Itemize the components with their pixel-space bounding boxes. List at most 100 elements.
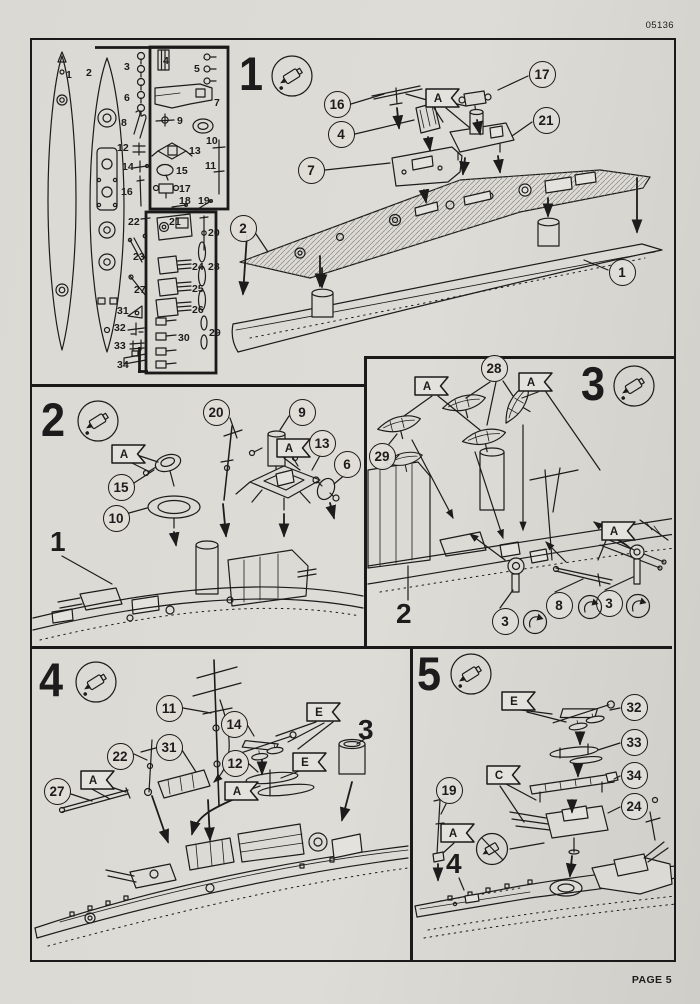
section-divider (364, 356, 367, 648)
part-20-drawing (220, 425, 243, 501)
part-15-drawing (142, 453, 182, 487)
callout-number: 9 (298, 404, 306, 420)
callout-number: 3 (605, 595, 613, 611)
step-2-illustration (32, 415, 364, 641)
part-number-24: 24 (192, 261, 204, 273)
part-number-5: 5 (194, 63, 200, 75)
part-number-12: 12 (117, 142, 129, 154)
callout-7: 7 (297, 156, 325, 184)
flag-letter: A (89, 775, 97, 787)
part-25-turret-glyph (157, 277, 192, 297)
callout-32: 32 (620, 693, 648, 721)
glue-tube-icon (271, 55, 313, 97)
part-number-22: 22 (128, 216, 140, 228)
part-33-cradle-glyph (129, 339, 145, 352)
callout-22: 22 (106, 742, 134, 770)
part-6-vents-glyph (136, 103, 146, 117)
part-number-20: 20 (208, 227, 220, 239)
part-number-18: 18 (179, 195, 191, 207)
no-glue-icon (475, 832, 509, 866)
callout-number: 4 (337, 126, 345, 142)
callout-number: 3 (501, 613, 509, 629)
step-5-number: 5 (417, 647, 442, 700)
callout-number: 11 (161, 700, 177, 716)
assembly-flag-a: A (80, 770, 115, 790)
callout-number: 22 (112, 748, 128, 764)
callout-number: 32 (626, 699, 642, 715)
assembly-flag-a: A (111, 444, 146, 464)
parts-panel-illustration (47, 45, 230, 375)
flag-letter: E (301, 757, 309, 769)
section-divider (410, 646, 413, 960)
part-21-drawing (449, 108, 515, 161)
callout-number: 17 (534, 66, 550, 82)
assembly-flag-a: A (414, 376, 449, 396)
callout-number: 28 (486, 360, 502, 376)
part-number-28: 28 (208, 261, 220, 273)
part-14-plane-glyph (132, 160, 150, 173)
callout-number: 21 (538, 112, 554, 128)
assembly-flag-a: A (224, 781, 259, 801)
callout-number: 19 (441, 782, 457, 798)
callout-11: 11 (155, 694, 183, 722)
callout-number: 10 (108, 510, 124, 526)
hull-label-1: 1 (50, 526, 66, 557)
assembly-flag-a: A (601, 521, 636, 541)
callout-27: 27 (43, 777, 71, 805)
assembly-arrows (432, 731, 586, 882)
part-7-deck-piece-glyph (154, 83, 213, 109)
callout-1: 1 (608, 258, 636, 286)
flag-letter: A (423, 381, 431, 393)
flag-letter: A (285, 443, 293, 455)
part-32-plane-drawing (552, 700, 615, 731)
callout-14: 14 (220, 710, 248, 738)
part-31-drawing (157, 769, 211, 799)
glue-tube-icon (77, 400, 119, 442)
part-30-guns-glyph (155, 317, 177, 369)
part-5-fittings-glyph (203, 53, 217, 85)
ship-assembly-drawing (32, 540, 364, 641)
part-number-6: 6 (124, 92, 130, 104)
part-34-catapult-drawing (529, 771, 619, 803)
callout-29: 29 (368, 442, 396, 470)
step-4-number: 4 (39, 653, 64, 706)
callout-number: 6 (343, 456, 351, 472)
part-29-pins-glyph (200, 315, 208, 350)
part-33-cradle-drawing (549, 743, 603, 765)
part-number-21: 21 (169, 216, 181, 228)
part-24-turret-glyph (157, 255, 192, 275)
boat-parts-drawing (377, 384, 531, 472)
step-5-illustration (414, 700, 676, 939)
step-2-number: 2 (41, 393, 66, 446)
callout-31: 31 (155, 733, 183, 761)
step-3-illustration (367, 380, 672, 609)
callout-3: 3 (491, 607, 519, 635)
callout-15: 15 (107, 473, 135, 501)
part-18-rod-glyph (171, 203, 189, 208)
deck-label-2: 2 (396, 598, 412, 629)
part-number-33: 33 (114, 340, 126, 352)
part-34-beam-glyph (123, 350, 147, 365)
part-21-platform-glyph (156, 213, 193, 241)
flag-letter: A (233, 786, 241, 798)
callout-number: 2 (239, 220, 247, 236)
part-number-4: 4 (163, 55, 169, 67)
callout-6: 6 (333, 450, 361, 478)
part-6-drawing (312, 476, 340, 502)
part-19-rod-glyph (195, 199, 214, 211)
display-stand-drawing (311, 217, 560, 318)
part-27-drawing (58, 787, 131, 814)
callout-number: 29 (374, 448, 390, 464)
part-number-9: 9 (177, 115, 183, 127)
callout-8: 8 (545, 591, 573, 619)
callout-24: 24 (620, 792, 648, 820)
callout-number: 15 (113, 479, 129, 495)
callout-34: 34 (620, 761, 648, 789)
part-4-grating-glyph (157, 49, 170, 71)
assembly-flag-a: A (276, 438, 311, 458)
assembly-arrows (151, 759, 353, 844)
callout-2: 2 (229, 214, 257, 242)
part-19-rod-drawing (432, 797, 448, 863)
assembly-flag-a: A (440, 823, 475, 843)
part-12-bracket-glyph (132, 142, 146, 156)
